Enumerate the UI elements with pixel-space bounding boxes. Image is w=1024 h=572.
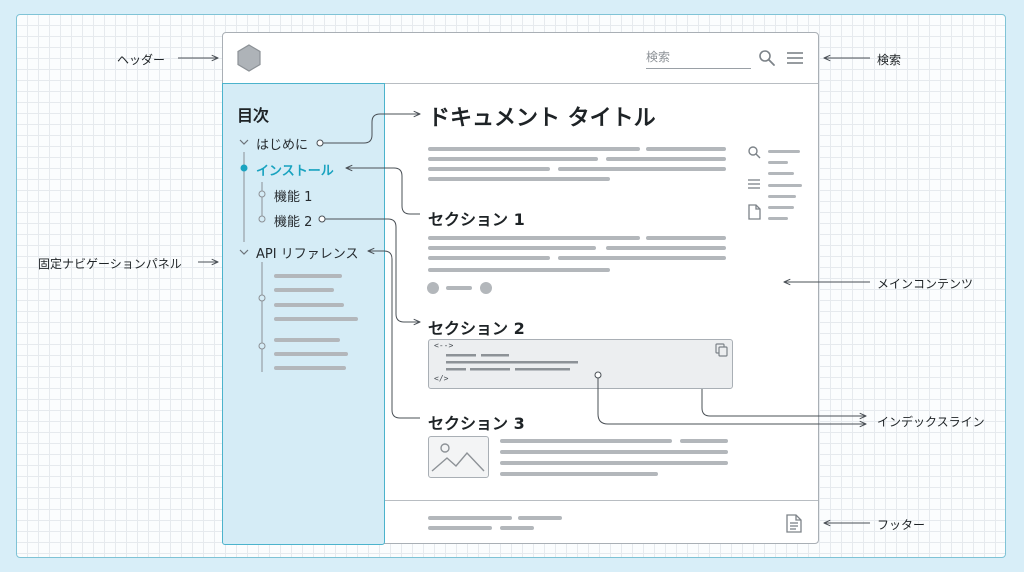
hexagon-logo-icon bbox=[237, 44, 261, 72]
mini-document-icon bbox=[748, 204, 761, 220]
image-placeholder bbox=[428, 436, 489, 478]
callout-search: 検索 bbox=[877, 53, 902, 67]
page-footer bbox=[385, 500, 818, 501]
section-3-heading: セクション 3 bbox=[428, 414, 525, 433]
toc-item-feature-1[interactable]: 機能 1 bbox=[274, 190, 313, 205]
mini-list-icon bbox=[748, 179, 760, 189]
menu-icon[interactable] bbox=[786, 51, 804, 65]
callout-footer: フッター bbox=[877, 518, 926, 532]
toc-item-feature-2[interactable]: 機能 2 bbox=[274, 215, 313, 230]
code-arrow-glyph: <--> bbox=[434, 341, 454, 350]
mini-search-icon bbox=[748, 146, 761, 159]
fixed-navigation-panel bbox=[222, 83, 385, 545]
toc-item-install[interactable]: インストール bbox=[256, 164, 334, 179]
section-2-heading: セクション 2 bbox=[428, 319, 525, 338]
toc-item-api-reference[interactable]: API リファレンス bbox=[256, 247, 359, 262]
callout-sidebar: 固定ナビゲーションパネル bbox=[38, 257, 182, 271]
search-icon[interactable] bbox=[758, 49, 776, 67]
search-input[interactable]: 検索 bbox=[646, 48, 751, 69]
page-header bbox=[223, 33, 818, 84]
toc-item-intro[interactable]: はじめに bbox=[256, 138, 309, 153]
callout-index-line: インデックスライン bbox=[877, 415, 985, 429]
code-block bbox=[428, 339, 733, 389]
code-tag-glyph: </> bbox=[434, 374, 449, 383]
image-icon bbox=[431, 443, 485, 472]
callout-header: ヘッダー bbox=[117, 53, 166, 67]
section-1-heading: セクション 1 bbox=[428, 210, 525, 229]
copy-icon bbox=[715, 343, 728, 357]
document-title: ドキュメント タイトル bbox=[428, 106, 656, 131]
callout-main-content: メインコンテンツ bbox=[877, 277, 974, 291]
toc-title: 目次 bbox=[237, 106, 270, 125]
